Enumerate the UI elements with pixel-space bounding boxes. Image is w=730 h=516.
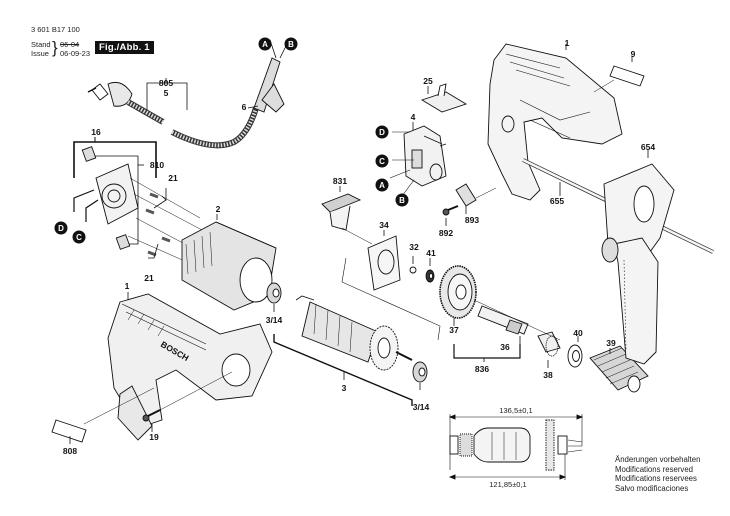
part-label-2: 2 — [216, 204, 221, 214]
screw-892 — [442, 205, 459, 226]
brace-icon: } — [52, 38, 58, 57]
washer-40 — [567, 336, 583, 368]
part-label-836: 836 — [475, 364, 489, 374]
svg-text:B: B — [399, 196, 405, 205]
dimension-bearing-span: 121,85±0,1 — [489, 480, 526, 489]
connector-c-switch: C — [375, 154, 389, 168]
connector-d-left: D — [54, 221, 68, 235]
selector-knob — [455, 183, 497, 214]
svg-text:B: B — [288, 40, 294, 49]
screw — [142, 371, 233, 432]
part-label-831: 831 — [333, 176, 347, 186]
part-label-21-bottom: 21 — [144, 273, 154, 283]
part-label-16: 16 — [91, 127, 101, 137]
connector-c-left: C — [72, 230, 86, 244]
svg-text:D: D — [379, 128, 385, 137]
gear-housing-plate — [367, 230, 401, 291]
connector-a-top: A — [258, 37, 272, 51]
issue-label: Issue — [31, 49, 49, 58]
stand-label: Stand — [31, 40, 51, 49]
part-label-1-left: 1 — [125, 281, 130, 291]
power-cord — [87, 81, 259, 149]
part-label-36: 36 — [500, 342, 510, 352]
modification-notes: Änderungen vorbehalten Modifications res… — [615, 455, 700, 493]
note-en: Modifications reserved — [615, 464, 694, 474]
bearing-front — [266, 282, 282, 312]
part-label-6: 6 — [242, 102, 247, 112]
part-label-37: 37 — [449, 325, 459, 335]
label-plate-808 — [51, 387, 155, 444]
bearing-41 — [425, 258, 435, 283]
label-plate-9 — [593, 56, 645, 93]
housing-half-left — [107, 292, 273, 441]
connector-b-top: B — [284, 37, 298, 51]
note-de: Änderungen vorbehalten — [615, 455, 701, 464]
dimension-drawing — [448, 414, 584, 480]
part-label-893: 893 — [465, 215, 479, 225]
part-label-4: 4 — [411, 112, 416, 122]
connector-b-switch: B — [395, 193, 409, 207]
part-number: 3 601 B17 100 — [31, 25, 80, 34]
note-fr: Modifications reservees — [615, 474, 697, 483]
part-label-3-14-rear: 3/14 — [413, 402, 430, 412]
housing-half-right — [487, 43, 623, 201]
pin-32 — [409, 266, 417, 274]
part-label-654: 654 — [641, 142, 655, 152]
switch — [389, 122, 447, 197]
part-label-805: 805 — [159, 78, 173, 88]
old-date: 06-04 — [60, 40, 80, 49]
part-label-808: 808 — [63, 446, 77, 456]
dimension-overall: 136,5±0,1 — [499, 406, 532, 415]
part-label-38: 38 — [543, 370, 553, 380]
svg-text:A: A — [262, 40, 268, 49]
brush-holder — [73, 137, 157, 250]
cord-sleeve — [253, 39, 289, 113]
switch-lever — [420, 83, 468, 113]
gear-38 — [537, 331, 561, 368]
spindle-36 — [477, 305, 529, 344]
part-label-9: 9 — [631, 49, 636, 59]
svg-text:C: C — [76, 233, 82, 242]
svg-text:A: A — [379, 181, 385, 190]
chuck-39 — [589, 345, 649, 393]
svg-text:D: D — [58, 224, 64, 233]
auxiliary-handle — [601, 150, 675, 365]
part-label-21-top: 21 — [168, 173, 178, 183]
part-label-19: 19 — [149, 432, 159, 442]
figure-label: Fig./Abb. 1 — [95, 41, 154, 54]
part-label-41: 41 — [426, 248, 436, 258]
cover-831 — [321, 186, 373, 245]
part-label-3-14-front: 3/14 — [266, 315, 283, 325]
bearing-rear — [412, 361, 428, 390]
part-label-34: 34 — [379, 220, 389, 230]
issue-date: 06-09-23 — [60, 49, 91, 58]
part-label-5: 5 — [164, 88, 169, 98]
svg-text:C: C — [379, 157, 385, 166]
part-label-3: 3 — [342, 383, 347, 393]
part-label-40: 40 — [573, 328, 583, 338]
connector-a-switch: A — [375, 178, 389, 192]
stator — [181, 214, 277, 311]
note-es: Salvo modificaciones — [615, 483, 689, 493]
pins — [127, 177, 203, 267]
part-label-39: 39 — [606, 338, 616, 348]
part-label-25: 25 — [423, 76, 433, 86]
part-label-892: 892 — [439, 228, 453, 238]
part-label-32: 32 — [409, 242, 419, 252]
part-label-810: 810 — [150, 160, 164, 170]
connector-d-switch: D — [375, 125, 389, 139]
part-label-1-right: 1 — [565, 38, 570, 48]
armature — [295, 295, 413, 371]
gear-37 — [439, 265, 477, 326]
part-label-655: 655 — [550, 196, 564, 206]
